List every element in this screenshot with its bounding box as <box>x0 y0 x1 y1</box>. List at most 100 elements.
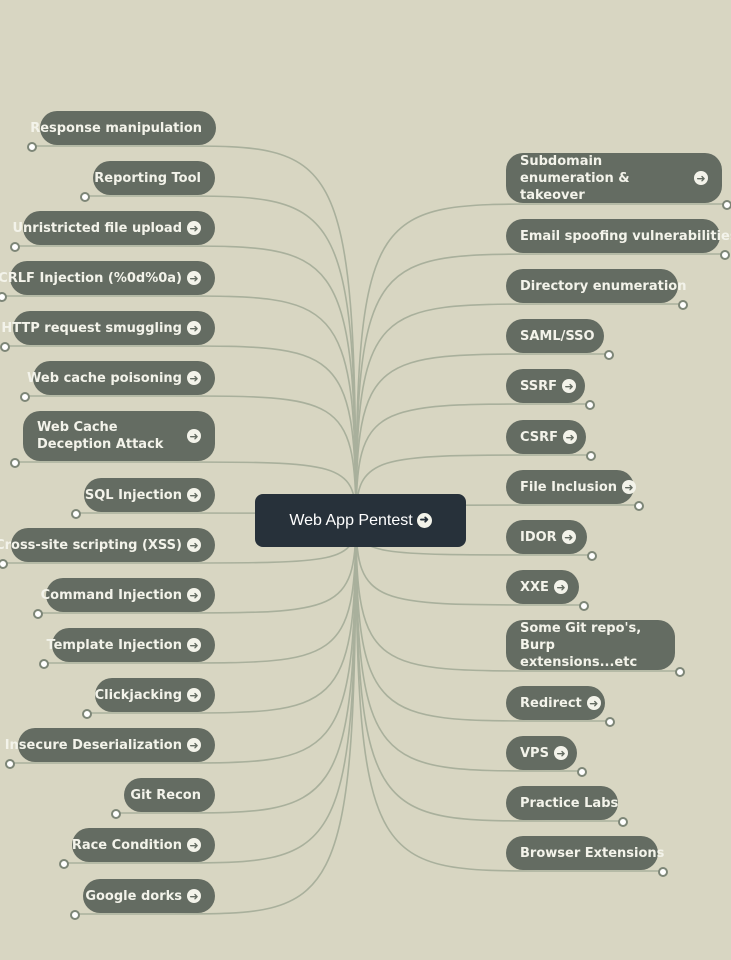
right-node[interactable]: SSRF➜ <box>506 369 585 403</box>
left-node[interactable]: Web Cache Deception Attack ➜ <box>23 411 215 461</box>
left-node[interactable]: Cross-site scripting (XSS) ➜ <box>0 528 215 562</box>
node-label: Git Recon <box>130 787 201 803</box>
expand-arrow-icon[interactable]: ➜ <box>187 271 201 285</box>
expand-arrow-icon[interactable]: ➜ <box>586 696 601 710</box>
collapse-toggle-dot[interactable] <box>579 601 589 611</box>
expand-arrow-icon[interactable]: ➜ <box>187 889 201 903</box>
expand-arrow-icon[interactable]: ➜ <box>187 538 201 552</box>
collapse-toggle-dot[interactable] <box>80 192 90 202</box>
expand-arrow-icon[interactable]: ➜ <box>553 580 568 594</box>
collapse-toggle-dot[interactable] <box>587 551 597 561</box>
node-label: SQL Injection <box>84 487 182 503</box>
collapse-toggle-dot[interactable] <box>678 300 688 310</box>
collapse-toggle-dot[interactable] <box>658 867 668 877</box>
right-node[interactable]: Directory enumeration <box>506 269 686 303</box>
left-node[interactable]: Google dorks➜ <box>83 879 215 913</box>
collapse-toggle-dot[interactable] <box>604 350 614 360</box>
node-label: CSRF <box>520 429 559 445</box>
collapse-toggle-dot[interactable] <box>59 859 69 869</box>
expand-arrow-icon[interactable]: ➜ <box>563 430 578 444</box>
node-label: Web cache poisoning <box>27 370 182 386</box>
node-label: Clickjacking <box>94 687 182 703</box>
right-node[interactable]: VPS➜ <box>506 736 577 770</box>
collapse-toggle-dot[interactable] <box>720 250 730 260</box>
left-node[interactable]: HTTP request smuggling➜ <box>1 311 215 345</box>
collapse-toggle-dot[interactable] <box>71 509 81 519</box>
collapse-toggle-dot[interactable] <box>675 667 685 677</box>
node-label: Cross-site scripting (XSS) <box>0 537 182 553</box>
expand-arrow-icon[interactable]: ➜ <box>694 171 708 185</box>
collapse-toggle-dot[interactable] <box>634 501 644 511</box>
collapse-toggle-dot[interactable] <box>0 292 7 302</box>
node-label: Web Cache Deception Attack <box>37 420 164 452</box>
node-label: Reporting Tool <box>94 170 201 186</box>
connector-line <box>78 519 357 915</box>
collapse-toggle-dot[interactable] <box>586 451 596 461</box>
expand-arrow-icon[interactable]: ➜ <box>416 513 432 528</box>
connector-line <box>18 245 357 521</box>
expand-arrow-icon[interactable]: ➜ <box>187 221 201 235</box>
node-label: Template Injection <box>46 637 182 653</box>
left-node[interactable]: SQL Injection ➜ <box>84 478 215 512</box>
expand-arrow-icon[interactable]: ➜ <box>187 688 201 702</box>
expand-arrow-icon[interactable]: ➜ <box>562 379 577 393</box>
right-node[interactable]: XXE ➜ <box>506 570 579 604</box>
collapse-toggle-dot[interactable] <box>577 767 587 777</box>
expand-arrow-icon[interactable]: ➜ <box>553 746 568 760</box>
left-node[interactable]: Web cache poisoning ➜ <box>27 361 215 395</box>
collapse-toggle-dot[interactable] <box>10 458 20 468</box>
root-node[interactable]: Web App Pentest ➜ <box>255 494 466 547</box>
expand-arrow-icon[interactable]: ➜ <box>187 371 201 385</box>
node-label: XXE <box>520 579 549 595</box>
collapse-toggle-dot[interactable] <box>39 659 49 669</box>
connector-line <box>355 203 726 521</box>
node-label: Subdomain enumeration & takeover <box>520 153 630 203</box>
collapse-toggle-dot[interactable] <box>70 910 80 920</box>
expand-arrow-icon[interactable]: ➜ <box>187 488 201 502</box>
expand-arrow-icon[interactable]: ➜ <box>561 530 576 544</box>
expand-arrow-icon[interactable]: ➜ <box>187 321 201 335</box>
expand-arrow-icon[interactable]: ➜ <box>622 480 637 494</box>
left-node[interactable]: CRLF Injection (%0d%0a)➜ <box>0 261 215 295</box>
right-node[interactable]: IDOR ➜ <box>506 520 587 554</box>
expand-arrow-icon[interactable]: ➜ <box>187 638 201 652</box>
right-node[interactable]: Subdomain enumeration & takeover ➜ <box>506 153 722 203</box>
collapse-toggle-dot[interactable] <box>82 709 92 719</box>
collapse-toggle-dot[interactable] <box>0 342 10 352</box>
left-node[interactable]: Clickjacking ➜ <box>95 678 215 712</box>
collapse-toggle-dot[interactable] <box>10 242 20 252</box>
right-node[interactable]: File Inclusion➜ <box>506 470 637 504</box>
collapse-toggle-dot[interactable] <box>5 759 15 769</box>
node-label: IDOR <box>520 529 557 545</box>
right-node[interactable]: Practice Labs <box>506 786 618 820</box>
expand-arrow-icon[interactable]: ➜ <box>187 838 201 852</box>
right-node[interactable]: Some Git repo's, Burp extensions...etc <box>506 620 675 670</box>
expand-arrow-icon[interactable]: ➜ <box>187 429 201 443</box>
collapse-toggle-dot[interactable] <box>111 809 121 819</box>
right-node[interactable]: Browser Extensions <box>506 836 664 870</box>
left-node[interactable]: Template Injection ➜ <box>46 628 215 662</box>
collapse-toggle-dot[interactable] <box>722 200 731 210</box>
left-node[interactable]: Insecure Deserialization➜ <box>5 728 215 762</box>
collapse-toggle-dot[interactable] <box>27 142 37 152</box>
left-node[interactable]: Unristricted file upload➜ <box>12 211 215 245</box>
left-node[interactable]: Response manipulation <box>30 111 216 145</box>
collapse-toggle-dot[interactable] <box>0 559 8 569</box>
left-node[interactable]: Race Condition➜ <box>72 828 215 862</box>
connector-line <box>88 195 357 521</box>
right-node[interactable]: Email spoofing vulnerabilities <box>506 219 731 253</box>
collapse-toggle-dot[interactable] <box>618 817 628 827</box>
collapse-toggle-dot[interactable] <box>33 609 43 619</box>
expand-arrow-icon[interactable]: ➜ <box>187 588 201 602</box>
right-node[interactable]: CSRF ➜ <box>506 420 586 454</box>
collapse-toggle-dot[interactable] <box>585 400 595 410</box>
collapse-toggle-dot[interactable] <box>605 717 615 727</box>
right-node[interactable]: SAML/SSO <box>506 319 604 353</box>
connector-line <box>355 303 682 521</box>
collapse-toggle-dot[interactable] <box>20 392 30 402</box>
left-node[interactable]: Command Injection➜ <box>41 578 215 612</box>
left-node[interactable]: Reporting Tool <box>93 161 215 195</box>
left-node[interactable]: Git Recon <box>124 778 215 812</box>
right-node[interactable]: Redirect➜ <box>506 686 605 720</box>
expand-arrow-icon[interactable]: ➜ <box>187 738 201 752</box>
